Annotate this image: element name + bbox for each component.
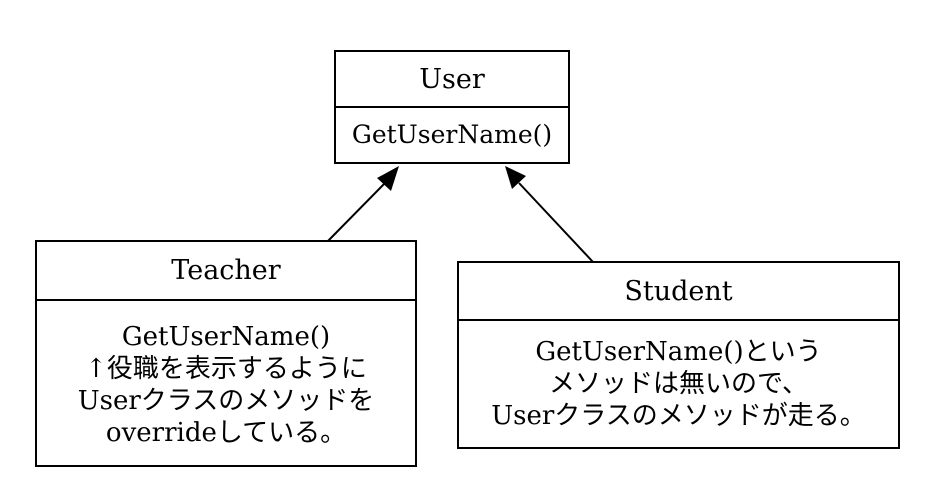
teacher-class-methods: GetUserName() ↑役職を表示するように Userクラスのメソッドを … <box>37 301 415 465</box>
student-note-line: メソッドは無いので、 <box>549 369 808 399</box>
teacher-note-line: ↑役職を表示するように <box>85 354 367 384</box>
user-method: GetUserName() <box>351 120 553 149</box>
student-class-box: Student GetUserName()という メソッドは無いので、 User… <box>457 261 900 449</box>
user-class-methods: GetUserName() <box>336 108 568 162</box>
teacher-note-line: overrideしている。 <box>105 418 347 448</box>
student-class-name: Student <box>459 263 898 321</box>
user-class-name: User <box>336 52 568 108</box>
user-class-box: User GetUserName() <box>334 50 570 164</box>
student-class-methods: GetUserName()という メソッドは無いので、 Userクラスのメソッド… <box>459 321 898 447</box>
student-inheritance-arrow <box>505 166 594 263</box>
teacher-method-line: GetUserName() <box>121 322 331 352</box>
student-note-line: GetUserName()という <box>535 337 822 367</box>
teacher-inheritance-arrow <box>326 166 399 243</box>
teacher-class-box: Teacher GetUserName() ↑役職を表示するように Userクラ… <box>35 240 417 467</box>
teacher-class-name: Teacher <box>37 242 415 301</box>
student-note-line: Userクラスのメソッドが走る。 <box>491 401 866 431</box>
teacher-note-line: Userクラスのメソッドを <box>77 386 375 416</box>
